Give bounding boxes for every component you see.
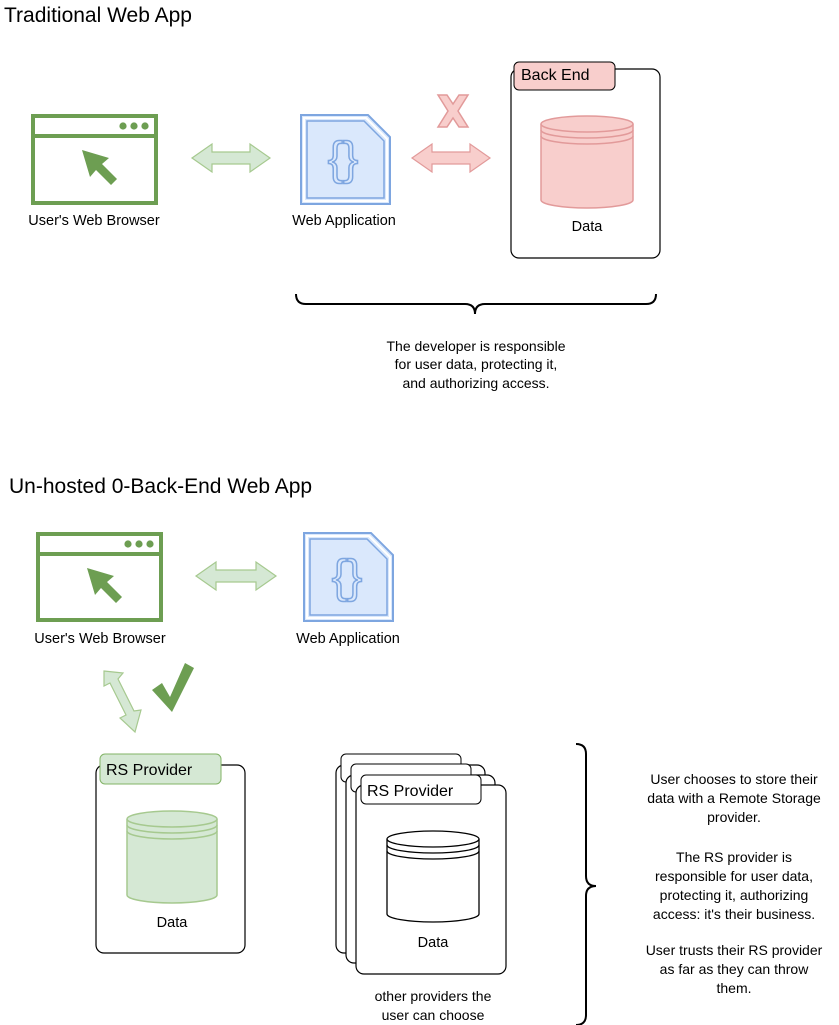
browser-provider-arrow: [103, 670, 142, 734]
traditional-title: Traditional Web App: [4, 4, 192, 27]
unhosted-browser-label: User's Web Browser: [34, 631, 166, 647]
svg-text:protecting it, authorizing: protecting it, authorizing: [660, 887, 809, 903]
database-cylinder-icon: [126, 810, 218, 904]
svg-text:access: it's their business.: access: it's their business.: [653, 906, 815, 922]
rs-provider-tab-label: RS Provider: [106, 762, 193, 779]
x-mark-icon: [436, 94, 470, 128]
provider-side-note: User chooses to store their data with a …: [646, 771, 823, 996]
svg-text:them.: them.: [716, 980, 751, 996]
svg-text:user can choose: user can choose: [382, 1007, 485, 1023]
svg-text:User trusts their RS provider: User trusts their RS provider: [646, 942, 823, 958]
svg-text:The developer is responsible: The developer is responsible: [387, 338, 566, 354]
checkmark-icon: [152, 663, 194, 712]
svg-text:The RS provider is: The RS provider is: [676, 849, 792, 865]
unhosted-app-label: Web Application: [296, 631, 400, 647]
code-file-icon: {}: [303, 532, 394, 622]
responsibility-brace: [295, 293, 657, 315]
svg-text:other providers the: other providers the: [375, 988, 492, 1004]
browser-app-arrow: [194, 560, 278, 592]
app-backend-arrow: [410, 142, 492, 174]
traditional-app-label: Web Application: [292, 213, 396, 229]
rs-provider-data-label: Data: [157, 915, 189, 931]
svg-text:{}: {}: [332, 550, 363, 602]
other-providers-caption: other providers the user can choose: [375, 988, 492, 1023]
svg-text:{}: {}: [328, 132, 359, 184]
backend-tab-label: Back End: [521, 67, 589, 84]
traditional-browser-label: User's Web Browser: [28, 213, 160, 229]
other-provider-tab-label: RS Provider: [367, 783, 454, 800]
traditional-note: The developer is responsible for user da…: [387, 338, 566, 391]
svg-text:User chooses to store their: User chooses to store their: [650, 771, 818, 787]
browser-app-arrow: [190, 142, 272, 174]
unhosted-title: Un-hosted 0-Back-End Web App: [9, 475, 312, 498]
svg-text:data with a Remote Storage: data with a Remote Storage: [647, 790, 821, 806]
backend-data-label: Data: [572, 219, 604, 235]
svg-text:provider.: provider.: [707, 809, 761, 825]
svg-text:as far as they can throw: as far as they can throw: [660, 961, 810, 977]
svg-text:for user data, protecting it,: for user data, protecting it,: [395, 356, 558, 372]
svg-text:responsible for user data,: responsible for user data,: [655, 868, 813, 884]
database-cylinder-icon: [386, 830, 480, 923]
browser-window-icon: [36, 532, 163, 622]
other-provider-data-label: Data: [418, 935, 450, 951]
code-file-icon: {}: [300, 114, 391, 205]
svg-text:and authorizing access.: and authorizing access.: [402, 375, 549, 391]
provider-brace: [575, 743, 597, 1025]
database-cylinder-icon: [540, 115, 634, 209]
browser-window-icon: [31, 114, 158, 205]
